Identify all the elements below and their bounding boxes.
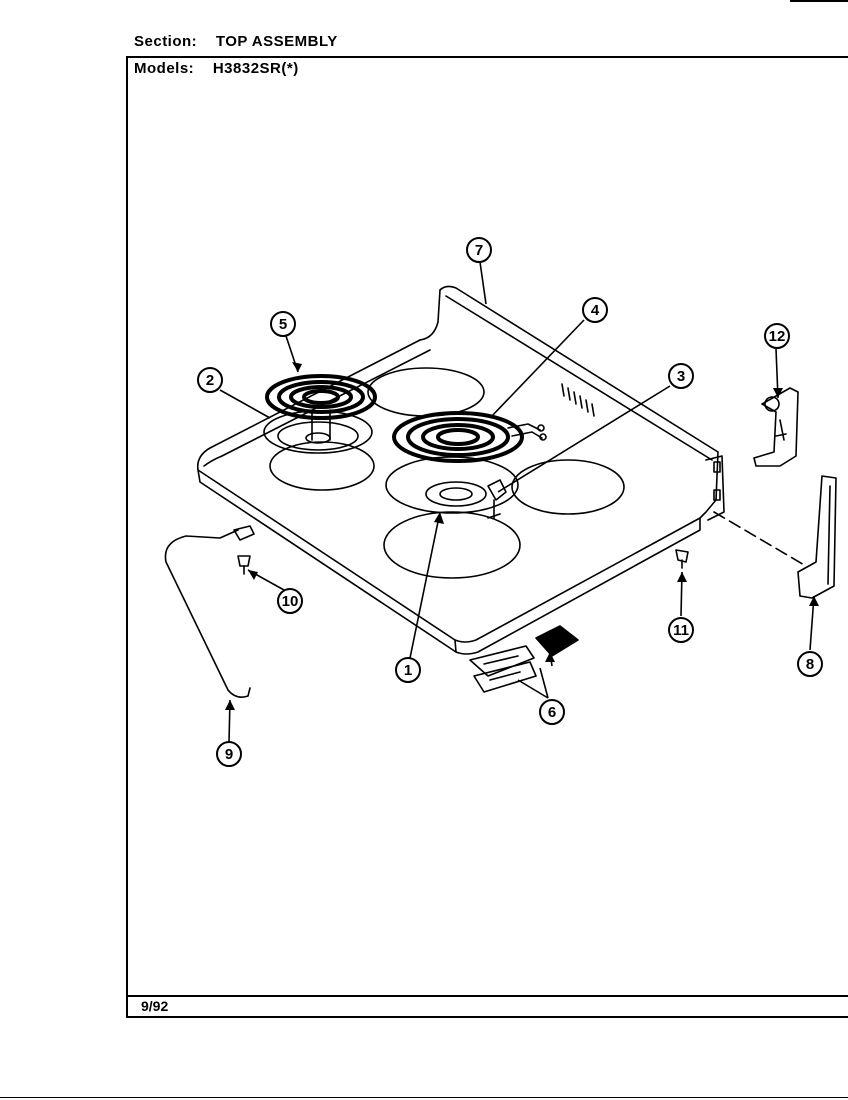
drip-bowl-large — [385, 456, 519, 514]
svg-text:7: 7 — [475, 242, 483, 259]
terminal-block-part — [469, 625, 579, 693]
svg-text:11: 11 — [673, 622, 689, 639]
models-value: H3832SR(*) — [212, 60, 299, 77]
side-trim-part — [797, 475, 837, 599]
burner-opening-rear-right — [367, 367, 485, 417]
leader-lines — [219, 261, 815, 743]
svg-text:9: 9 — [225, 746, 233, 763]
section-heading: Section: TOP ASSEMBLY — [134, 33, 338, 50]
svg-text:10: 10 — [282, 593, 299, 610]
burner-opening-front-right — [511, 459, 625, 515]
diagram-frame — [126, 56, 848, 1018]
callout-12: 12 — [764, 323, 790, 349]
surface-element-small — [265, 374, 377, 441]
hinge-part — [753, 387, 799, 467]
corner-mark — [790, 0, 848, 2]
svg-text:8: 8 — [806, 656, 814, 673]
surface-element-large — [392, 411, 547, 463]
svg-text:5: 5 — [279, 316, 287, 333]
callout-6: 6 — [539, 699, 565, 725]
callout-10: 10 — [277, 588, 303, 614]
svg-text:3: 3 — [677, 368, 685, 385]
leader-arrowheads — [225, 362, 819, 710]
screw-part-10 — [237, 555, 251, 575]
callout-5: 5 — [270, 311, 296, 337]
section-value: TOP ASSEMBLY — [215, 33, 338, 50]
footer-divider — [126, 995, 848, 997]
callout-1: 1 — [395, 657, 421, 683]
svg-text:12: 12 — [769, 328, 786, 345]
footer-date: 9/92 — [141, 998, 169, 1014]
section-label: Section: — [134, 33, 198, 50]
svg-text:4: 4 — [591, 302, 600, 319]
models-label: Models: — [134, 60, 195, 77]
page-bottom-rule — [0, 1097, 848, 1098]
callout-4: 4 — [582, 297, 608, 323]
svg-text:1: 1 — [404, 662, 412, 679]
models-heading: Models: H3832SR(*) — [134, 60, 299, 77]
screw-part-11 — [675, 549, 689, 569]
support-rod-part — [164, 525, 255, 698]
callout-11: 11 — [668, 617, 694, 643]
callout-7: 7 — [466, 237, 492, 263]
callout-3: 3 — [668, 363, 694, 389]
cooktop-body — [196, 285, 725, 655]
callout-2: 2 — [197, 367, 223, 393]
callout-8: 8 — [797, 651, 823, 677]
svg-text:6: 6 — [548, 704, 556, 721]
svg-text:2: 2 — [206, 372, 214, 389]
burner-opening-front-left — [383, 511, 521, 579]
callout-9: 9 — [216, 741, 242, 767]
receptacle-part — [487, 479, 507, 519]
